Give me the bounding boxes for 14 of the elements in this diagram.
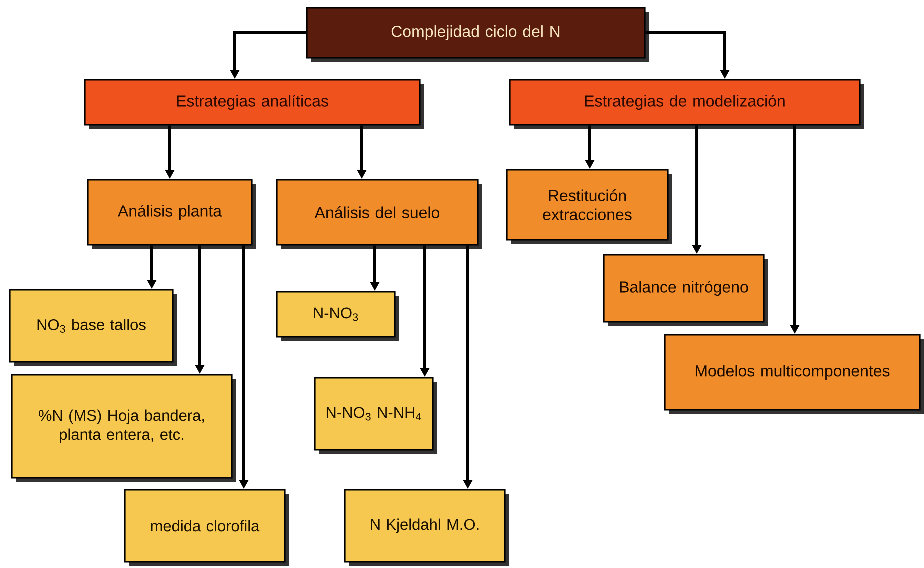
strategy-box: Estrategias de modelización	[509, 79, 864, 129]
method-box: Análisis planta	[87, 179, 256, 249]
measure-box: N-NO$_{3}$ N-NH$_{4}$	[314, 377, 437, 454]
method-box: Modelos multicomponentes	[664, 334, 924, 414]
measure-box: %N (MS) Hoja bandera, planta entera, etc.	[11, 374, 236, 482]
method-box: Restitución extracciones	[506, 169, 672, 244]
measure-box: N Kjeldahl M.O.	[344, 489, 509, 566]
measure-box: NO$_{3}$ base tallos	[9, 289, 177, 366]
method-box: Balance nitrógeno	[603, 254, 768, 326]
strategy-box: Estrategias analíticas	[84, 79, 424, 129]
title-box: Complejidad ciclo del N	[306, 7, 649, 62]
measure-box: medida clorofila	[124, 489, 289, 566]
method-box: Análisis del suelo	[276, 179, 482, 249]
measure-box: N-NO$_{3}$	[276, 291, 399, 341]
